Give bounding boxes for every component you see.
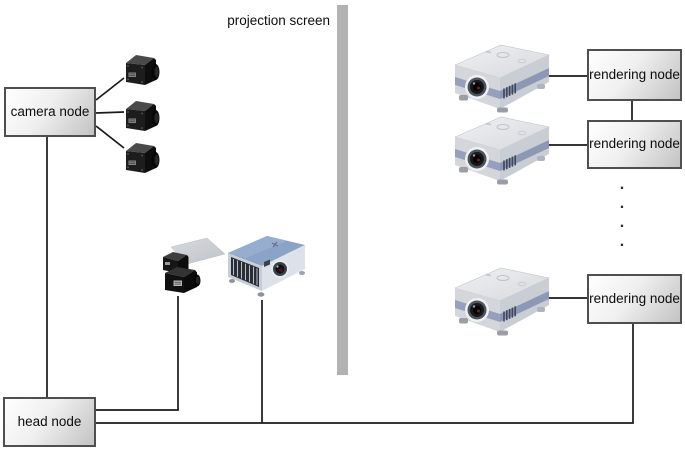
projection-screen-bar <box>337 5 348 375</box>
ellipsis-dot: . <box>619 214 625 231</box>
head-node-box: head node <box>3 397 96 447</box>
rendering-node-box-2: rendering node <box>587 120 682 169</box>
rendering-node-box-1: rendering node <box>587 49 682 101</box>
wire-cameranode-camera3 <box>95 125 125 149</box>
rendering-node-label: rendering node <box>589 136 680 152</box>
rendering-node-label: rendering node <box>589 66 680 82</box>
connection-wires <box>46 75 634 424</box>
ellipsis-dot: . <box>619 195 625 212</box>
head-node-label: head node <box>17 413 82 429</box>
projector-icon <box>454 44 550 114</box>
ellipsis-dot: . <box>619 233 625 250</box>
rendering-node-label: rendering node <box>589 290 680 306</box>
camera-node-box: camera node <box>4 87 96 137</box>
camera-node-label: camera node <box>10 103 90 119</box>
tracked-camera-with-sheet-icon <box>162 237 226 294</box>
ellipsis-dot: . <box>619 176 625 193</box>
rendering-node-box-3: rendering node <box>587 274 682 324</box>
wire-headnode-renderingnode3 <box>95 324 634 424</box>
projector-icon <box>454 267 550 337</box>
industrial-camera-icon <box>126 55 160 85</box>
industrial-camera-icon <box>126 101 160 131</box>
wire-cameranode-camera2 <box>95 111 125 114</box>
projector-icon <box>454 116 550 186</box>
portable-projector-icon <box>227 235 306 298</box>
more-nodes-ellipsis: . . . . <box>615 176 629 250</box>
wire-cameranode-camera1 <box>95 77 125 101</box>
wire-headnode-trackedcamera <box>95 296 179 411</box>
industrial-camera-icon <box>126 143 160 173</box>
projection-screen-label: projection screen <box>227 13 330 28</box>
